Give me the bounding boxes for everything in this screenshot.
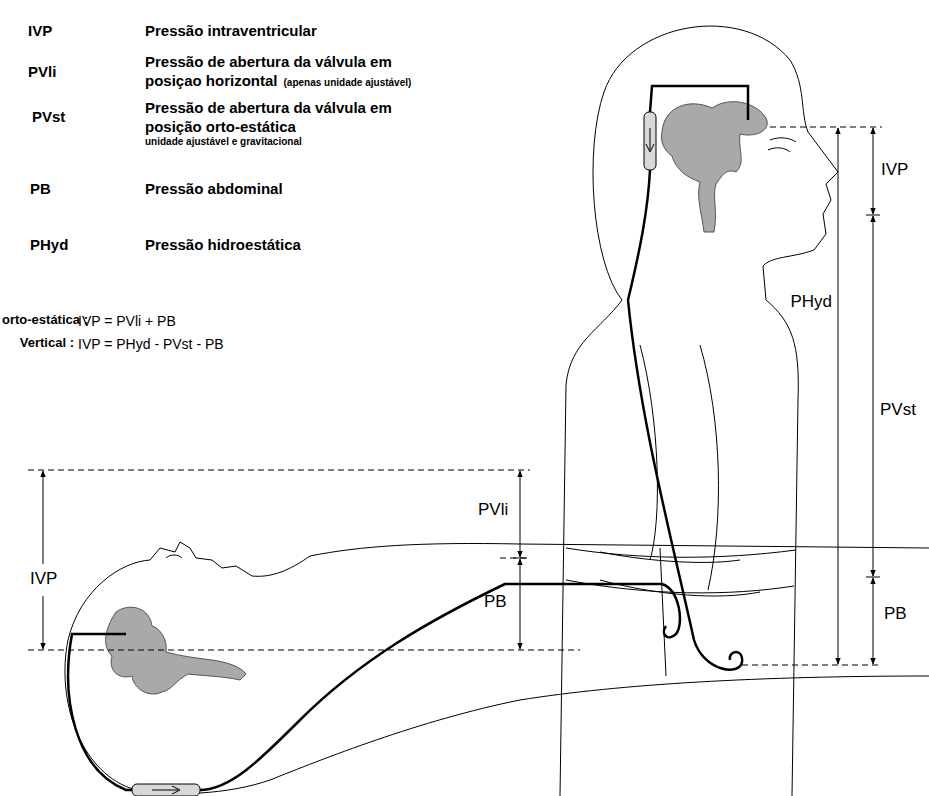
legend-description: Pressão hidroestática — [145, 236, 301, 253]
formula-condition: orto-estática : — [2, 313, 88, 328]
abbreviation: PHyd — [30, 236, 68, 253]
dimension-label: IVP — [30, 569, 57, 589]
reference-lines — [28, 127, 882, 665]
lying-head-outline — [65, 560, 270, 794]
standing-catheter — [628, 86, 748, 670]
dimension-label: PVst — [880, 400, 916, 420]
formula-condition: Vertical : — [20, 336, 74, 351]
standing-ventricle — [661, 102, 767, 232]
abbreviation: IVP — [28, 22, 52, 39]
dimension-label: IVP — [881, 160, 908, 180]
formula: IVP = PVli + PB — [78, 313, 176, 329]
dimension-label: PHyd — [790, 292, 832, 312]
legend-description: Pressão intraventricular — [145, 22, 317, 39]
legend-description: Pressão de abertura da válvula em posiçã… — [145, 99, 392, 135]
lying-ventricle — [106, 607, 246, 694]
standing-eye — [768, 138, 796, 152]
abbreviation: PVli — [28, 63, 56, 80]
standing-back-outline — [560, 300, 622, 796]
legend-description: Pressão abdominal — [145, 180, 283, 197]
lying-back-outline — [270, 676, 929, 780]
legend-entry: Pressão de abertura da válvula em posiçã… — [145, 98, 435, 148]
abbreviation: PB — [30, 180, 51, 197]
lying-catheter — [68, 584, 680, 790]
lying-face-outline — [150, 542, 929, 576]
standing-valve-arrow — [646, 128, 654, 152]
dimension-label: PB — [484, 592, 507, 612]
dimension-ticks — [513, 215, 880, 577]
legend-note: (apenas unidade ajustável) — [284, 77, 412, 88]
abbreviation: PVst — [32, 108, 65, 125]
formula: IVP = PHyd - PVst - PB — [78, 336, 224, 352]
legend-entry: Pressão de abertura da válvula em posiça… — [145, 52, 435, 90]
standing-arm-outline — [640, 345, 718, 590]
dimension-label: PVli — [478, 500, 508, 520]
dimension-lines — [43, 128, 873, 664]
standing-valve — [644, 112, 656, 170]
lying-eye — [166, 555, 182, 558]
lying-valve-arrow — [152, 786, 180, 794]
dimension-label: PB — [884, 604, 907, 624]
legend-note: unidade ajustável e gravitacional — [145, 136, 435, 148]
lying-valve — [132, 784, 200, 796]
